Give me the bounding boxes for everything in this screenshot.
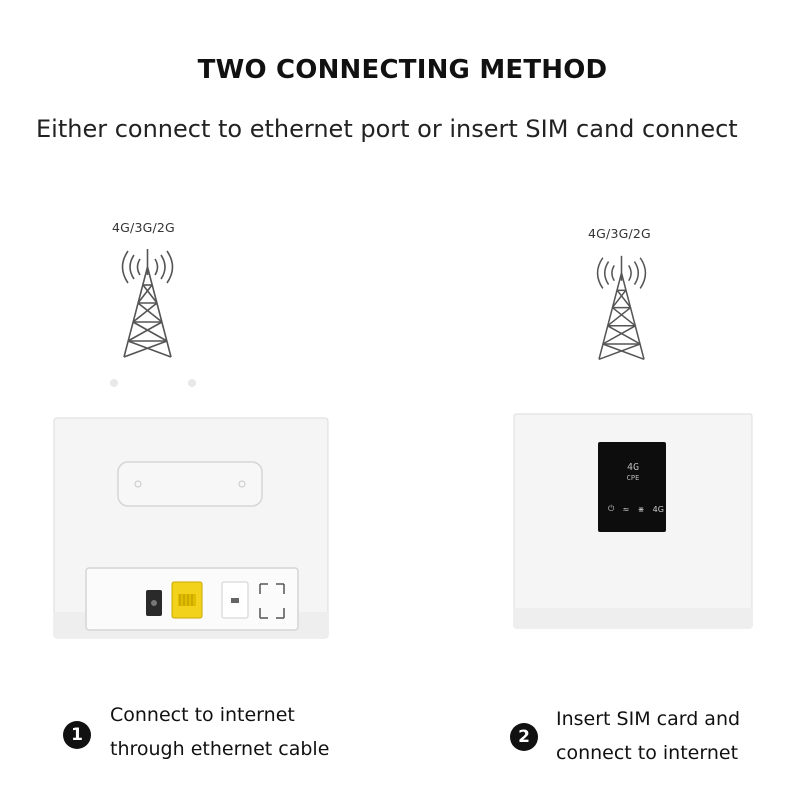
- signal-waves-icon: [121, 250, 174, 284]
- signal-waves-icon: [596, 257, 647, 289]
- router-front-view: [513, 413, 753, 629]
- screen-logo: 4G CPE: [618, 463, 648, 483]
- left-caption: Connect to internet through ethernet cab…: [110, 698, 329, 766]
- front-screen: [598, 442, 666, 532]
- power-icon: ⏻: [608, 504, 615, 513]
- status-icons: ⏻ ≈ ⋇ 4G: [608, 504, 664, 514]
- cell-tower-icon: [121, 249, 174, 358]
- left-caption-line2: through ethernet cable: [110, 738, 330, 760]
- signal-status: 4G: [652, 504, 664, 514]
- page-title: TWO CONNECTING METHOD: [197, 55, 608, 85]
- left-tower-label: 4G/3G/2G: [112, 220, 175, 235]
- left-caption-line1: Connect to internet: [110, 704, 295, 726]
- right-caption-line1: Insert SIM card and: [556, 708, 741, 730]
- router-back-view: [53, 379, 329, 639]
- step-2-badge: 2: [510, 723, 538, 751]
- right-caption-line2: connect to internet: [556, 742, 739, 764]
- screen-line2: CPE: [626, 474, 640, 482]
- step-1-badge: 1: [63, 721, 91, 749]
- screen-line1: 4G: [626, 462, 640, 473]
- cell-tower-icon: [596, 255, 647, 361]
- lan-icon: ⋇: [637, 504, 645, 514]
- right-tower-label: 4G/3G/2G: [588, 226, 651, 241]
- wifi-icon: ≈: [622, 504, 630, 514]
- right-caption: Insert SIM card and connect to internet: [556, 702, 740, 770]
- page-subtitle: Either connect to ethernet port or inser…: [36, 115, 738, 143]
